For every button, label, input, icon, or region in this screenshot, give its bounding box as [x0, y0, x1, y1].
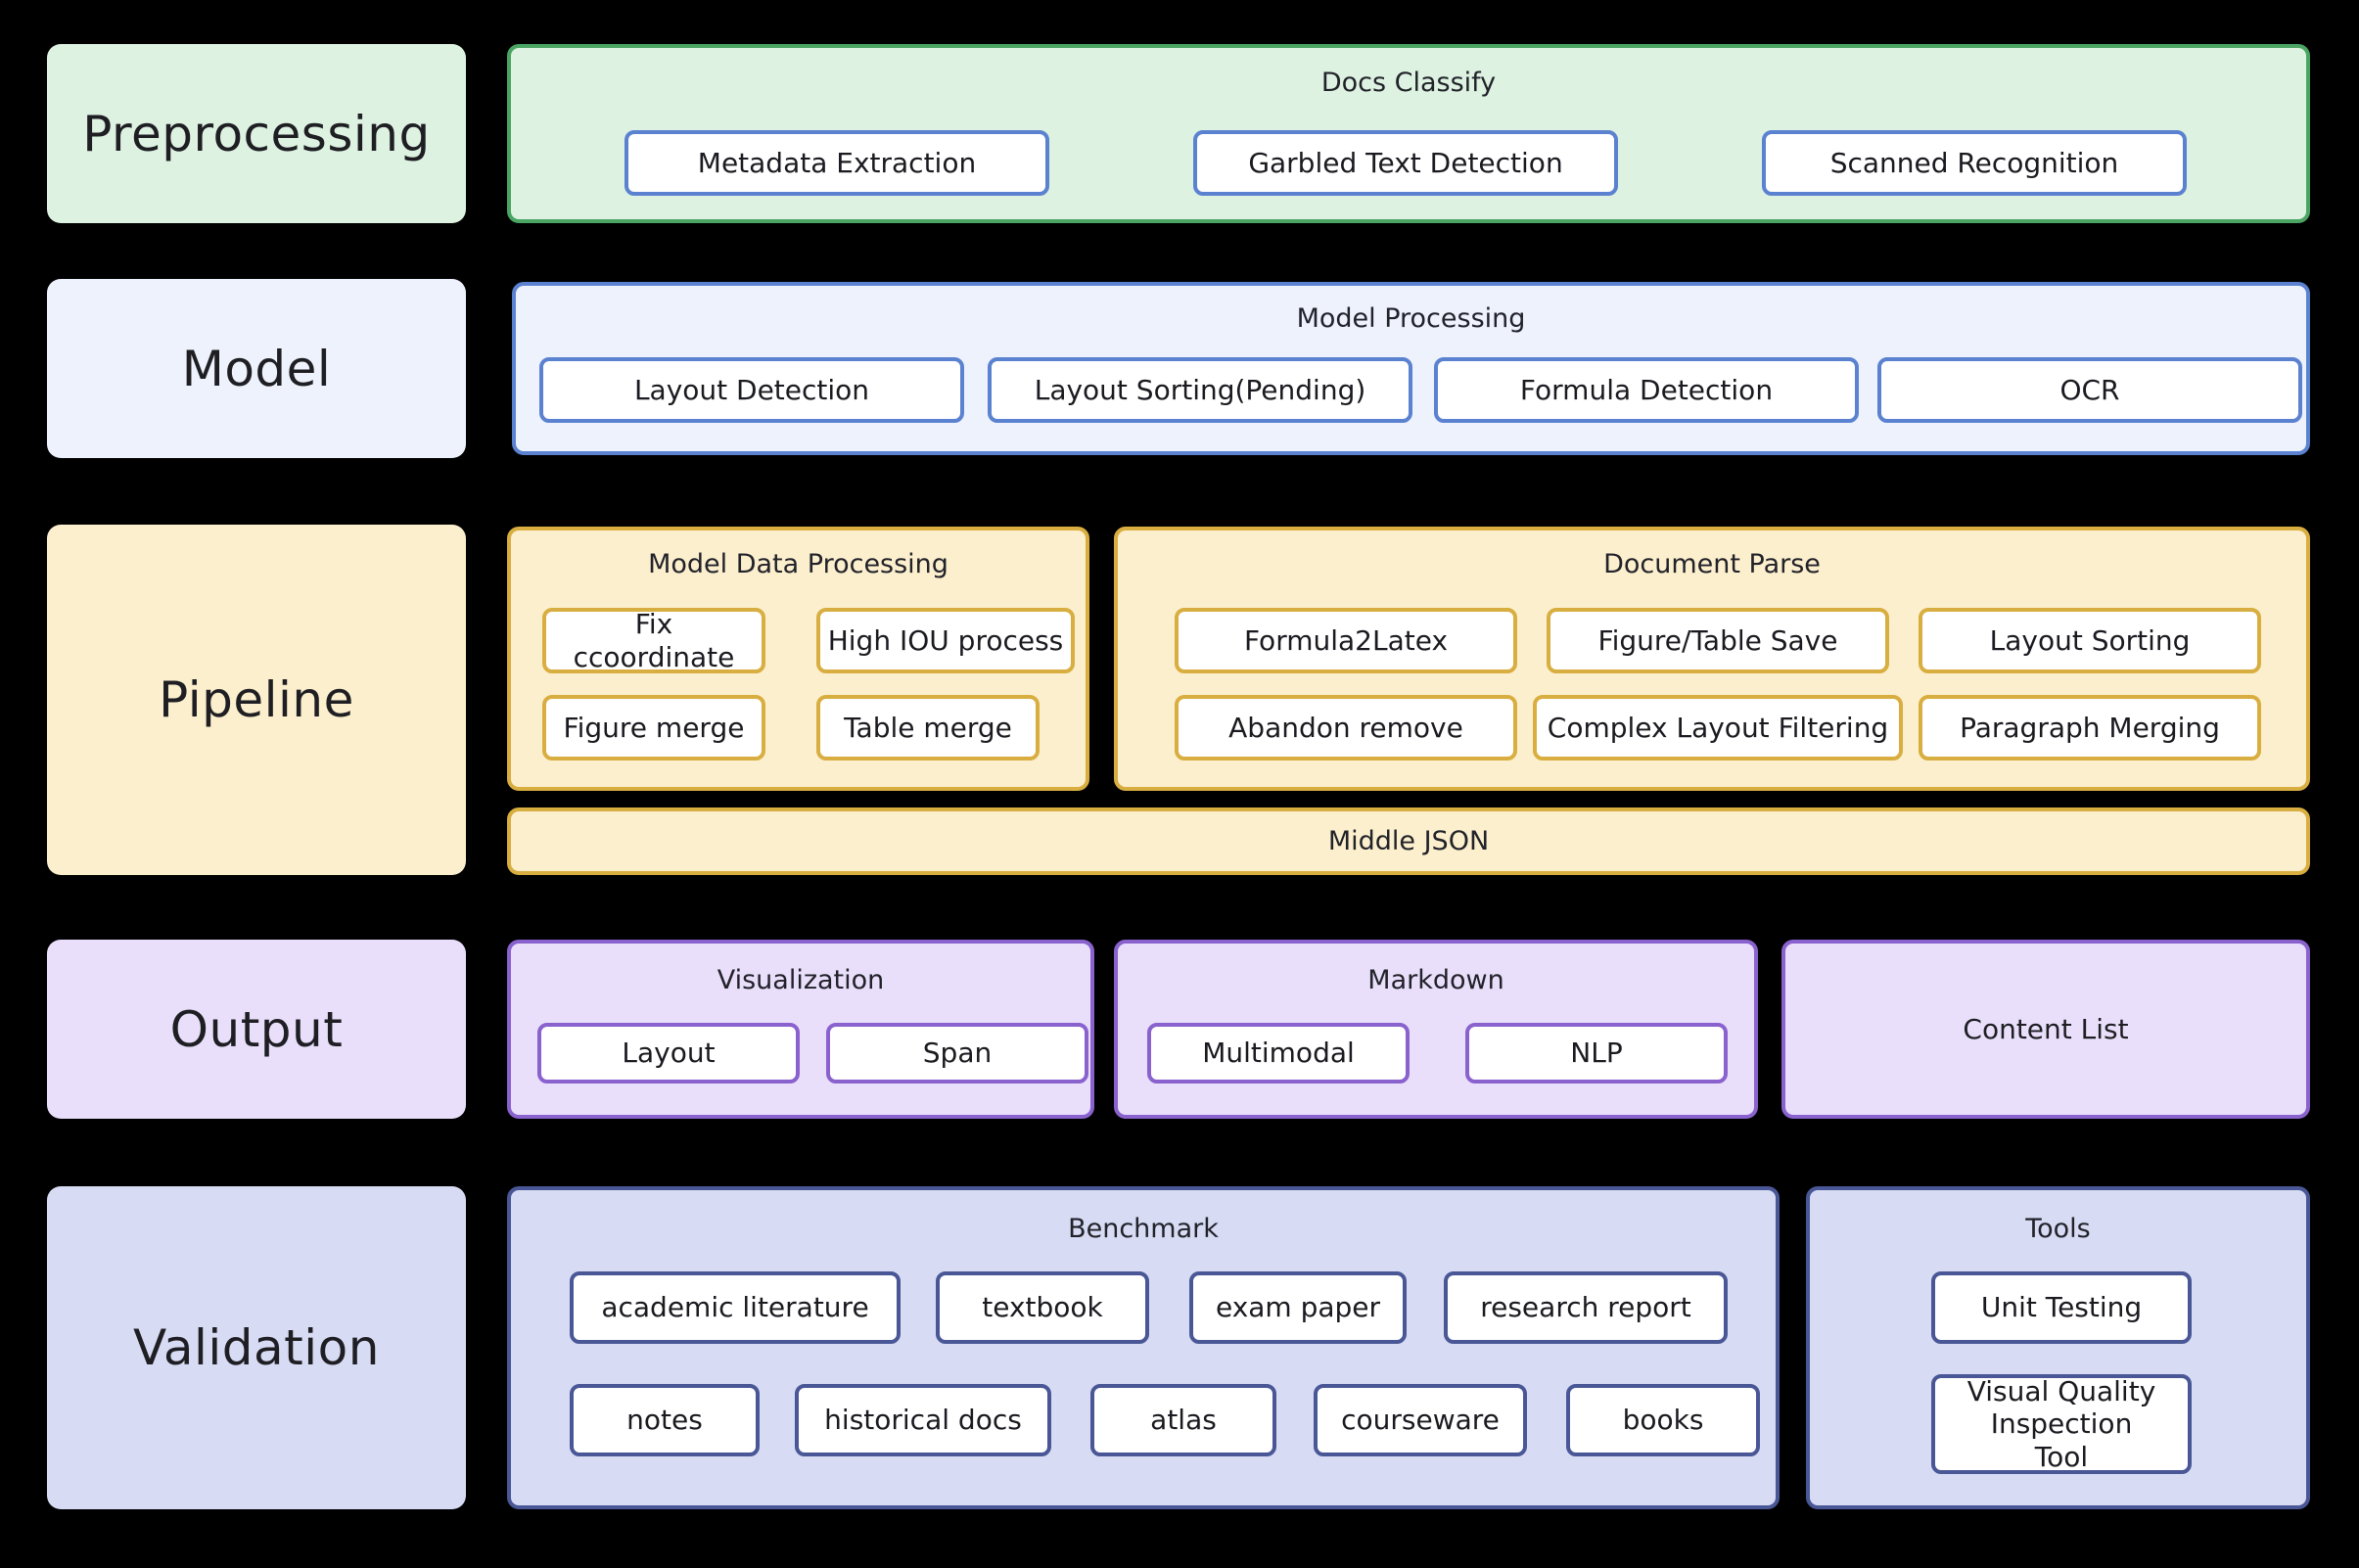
group-markdown: Markdown Multimodal NLP: [1114, 940, 1758, 1119]
chip-label: Visual Quality Inspection Tool: [1966, 1375, 2156, 1473]
group-document-parse: Document Parse Formula2Latex Figure/Tabl…: [1114, 527, 2310, 791]
chip-label: Figure merge: [563, 711, 745, 744]
group-tools: Tools Unit Testing Visual Quality Inspec…: [1806, 1186, 2310, 1509]
chip-table-merge[interactable]: Table merge: [816, 695, 1040, 761]
chip-figure-merge[interactable]: Figure merge: [542, 695, 765, 761]
chip-label: Span: [922, 1037, 993, 1070]
chip-label: Layout Sorting(Pending): [1034, 373, 1366, 406]
rail-label-validation: Validation: [47, 1186, 466, 1509]
chip-label: Figure/Table Save: [1597, 623, 1838, 657]
group-title-content-list: Content List: [1963, 1013, 2129, 1045]
chip-label: atlas: [1150, 1404, 1217, 1437]
group-content-list[interactable]: Content List: [1781, 940, 2310, 1119]
group-title-model-data-processing: Model Data Processing: [648, 549, 948, 579]
chip-label: Formula Detection: [1519, 373, 1774, 406]
chip-visual-quality-inspection-tool[interactable]: Visual Quality Inspection Tool: [1931, 1374, 2192, 1474]
chip-courseware[interactable]: courseware: [1314, 1384, 1527, 1456]
chip-metadata-extraction[interactable]: Metadata Extraction: [624, 130, 1049, 196]
chip-label: textbook: [982, 1291, 1103, 1324]
chip-exam-paper[interactable]: exam paper: [1189, 1271, 1407, 1344]
chip-label: historical docs: [824, 1404, 1022, 1437]
rail-label-pipeline: Pipeline: [47, 525, 466, 875]
rail-label-model-text: Model: [181, 340, 332, 397]
chip-label: Table merge: [844, 711, 1012, 744]
chip-scanned-recognition[interactable]: Scanned Recognition: [1762, 130, 2187, 196]
chip-label: exam paper: [1215, 1291, 1381, 1324]
chip-textbook[interactable]: textbook: [936, 1271, 1149, 1344]
chip-label: notes: [626, 1404, 703, 1437]
chip-formula2latex[interactable]: Formula2Latex: [1175, 608, 1517, 673]
chip-atlas[interactable]: atlas: [1090, 1384, 1276, 1456]
chip-garbled-text-detection[interactable]: Garbled Text Detection: [1193, 130, 1618, 196]
chip-historical-docs[interactable]: historical docs: [795, 1384, 1051, 1456]
chip-label: Unit Testing: [1980, 1291, 2143, 1324]
chip-formula-detection[interactable]: Formula Detection: [1434, 357, 1859, 423]
rail-label-output: Output: [47, 940, 466, 1119]
chip-notes[interactable]: notes: [570, 1384, 760, 1456]
group-title-benchmark: Benchmark: [1068, 1214, 1219, 1244]
chip-label: Multimodal: [1202, 1037, 1355, 1070]
chip-span[interactable]: Span: [826, 1023, 1088, 1084]
chip-paragraph-merging[interactable]: Paragraph Merging: [1919, 695, 2261, 761]
rail-label-preprocessing: Preprocessing: [47, 44, 466, 223]
chip-label: NLP: [1570, 1037, 1623, 1070]
chip-label: research report: [1480, 1291, 1691, 1324]
chip-academic-literature[interactable]: academic literature: [570, 1271, 901, 1344]
chip-label: Fix ccoordinate: [573, 608, 735, 673]
group-title-docs-classify: Docs Classify: [1320, 68, 1497, 98]
chip-multimodal[interactable]: Multimodal: [1147, 1023, 1410, 1084]
chip-figure-table-save[interactable]: Figure/Table Save: [1547, 608, 1889, 673]
chip-label: Scanned Recognition: [1829, 146, 2119, 179]
chip-label: Layout: [622, 1037, 716, 1070]
chip-label: Layout Detection: [633, 373, 870, 406]
bar-middle-json[interactable]: Middle JSON: [507, 807, 2310, 875]
chip-label: Formula2Latex: [1243, 623, 1449, 657]
chip-fix-ccoordinate[interactable]: Fix ccoordinate: [542, 608, 765, 673]
chip-books[interactable]: books: [1566, 1384, 1760, 1456]
rail-label-validation-text: Validation: [133, 1319, 380, 1376]
rail-label-preprocessing-text: Preprocessing: [82, 105, 431, 162]
chip-high-iou-process[interactable]: High IOU process: [816, 608, 1075, 673]
group-model-processing: Model Processing Layout Detection Layout…: [512, 282, 2310, 455]
chip-label: books: [1622, 1404, 1704, 1437]
chip-label: Paragraph Merging: [1960, 711, 2220, 744]
group-visualization: Visualization Layout Span: [507, 940, 1094, 1119]
chip-ocr[interactable]: OCR: [1877, 357, 2302, 423]
group-model-data-processing: Model Data Processing Fix ccoordinate Hi…: [507, 527, 1089, 791]
chip-layout-sorting[interactable]: Layout Sorting: [1919, 608, 2261, 673]
chip-label: Layout Sorting: [1989, 623, 2191, 657]
rail-label-model: Model: [47, 279, 466, 458]
bar-middle-json-label: Middle JSON: [1327, 826, 1490, 856]
group-docs-classify: Docs Classify Metadata Extraction Garble…: [507, 44, 2310, 223]
chip-unit-testing[interactable]: Unit Testing: [1931, 1271, 2192, 1344]
group-title-visualization: Visualization: [717, 965, 885, 995]
chip-abandon-remove[interactable]: Abandon remove: [1175, 695, 1517, 761]
group-title-markdown: Markdown: [1367, 965, 1504, 995]
chip-label: Abandon remove: [1228, 711, 1463, 744]
chip-complex-layout-filtering[interactable]: Complex Layout Filtering: [1533, 695, 1903, 761]
chip-label: courseware: [1341, 1404, 1500, 1437]
group-title-model-processing: Model Processing: [1296, 303, 1526, 334]
group-title-tools: Tools: [2025, 1214, 2091, 1244]
rail-label-pipeline-text: Pipeline: [159, 671, 354, 728]
chip-label: OCR: [2059, 373, 2120, 406]
chip-research-report[interactable]: research report: [1444, 1271, 1728, 1344]
chip-layout-detection[interactable]: Layout Detection: [539, 357, 964, 423]
group-title-document-parse: Document Parse: [1603, 549, 1821, 579]
rail-label-output-text: Output: [169, 1000, 344, 1058]
group-benchmark: Benchmark academic literature textbook e…: [507, 1186, 1780, 1509]
chip-label: Complex Layout Filtering: [1547, 711, 1889, 744]
chip-label: Metadata Extraction: [697, 146, 977, 179]
chip-label: High IOU process: [827, 623, 1064, 657]
chip-nlp[interactable]: NLP: [1465, 1023, 1728, 1084]
chip-layout-sorting-pending[interactable]: Layout Sorting(Pending): [988, 357, 1412, 423]
chip-layout[interactable]: Layout: [537, 1023, 800, 1084]
chip-label: Garbled Text Detection: [1248, 146, 1563, 179]
chip-label: academic literature: [601, 1291, 869, 1324]
